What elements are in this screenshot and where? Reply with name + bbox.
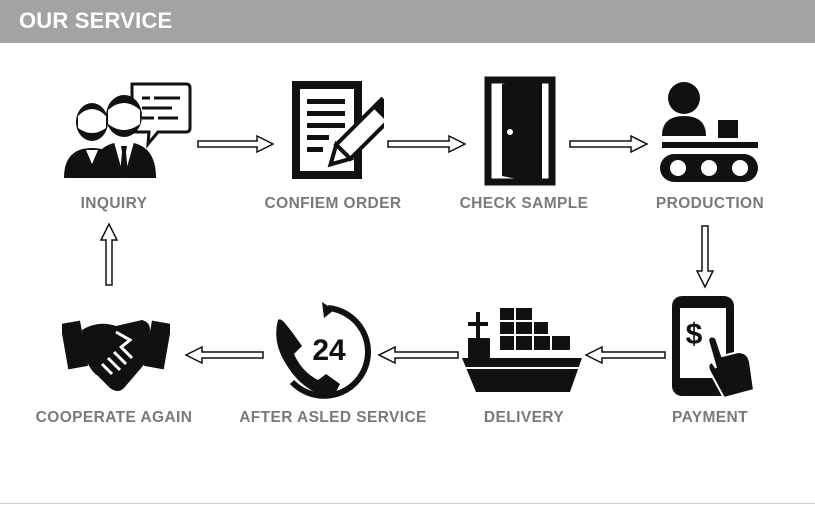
step-label-delivery: DELIVERY: [483, 409, 565, 426]
arrow-right-icon: [197, 135, 275, 153]
header-bar: OUR SERVICE: [0, 0, 815, 43]
arrow-right-icon: [569, 135, 649, 153]
people-chat-icon: [64, 82, 192, 178]
handshake-icon: [62, 320, 170, 391]
arrow-right-icon: [387, 135, 467, 153]
step-label-cooperate-again: COOPERATE AGAIN: [35, 409, 193, 426]
step-label-inquiry: INQUIRY: [80, 195, 148, 212]
arrow-down-icon: [695, 225, 715, 289]
conveyor-worker-icon: [660, 82, 758, 182]
arrow-up-icon: [99, 222, 119, 286]
cargo-ship-icon: [462, 308, 582, 392]
step-label-payment: PAYMENT: [671, 409, 748, 426]
arrow-left-icon: [377, 346, 459, 364]
arrow-left-icon: [584, 346, 666, 364]
badge-24: 24: [312, 334, 346, 367]
step-label-confirm-order: CONFIEM ORDER: [264, 195, 402, 212]
phone-24-icon: 24: [276, 302, 372, 399]
step-label-production: PRODUCTION: [655, 195, 765, 212]
arrow-left-icon: [184, 346, 264, 364]
door-icon: [484, 76, 556, 186]
document-pen-icon: [292, 81, 384, 179]
page-title: OUR SERVICE: [19, 8, 173, 33]
phone-dollar-icon: $: [672, 296, 756, 400]
step-label-after-sales-service: AFTER ASLED SERVICE: [239, 409, 427, 426]
step-label-check-sample: CHECK SAMPLE: [459, 195, 589, 212]
dollar-sign: $: [686, 318, 703, 351]
divider: [0, 503, 815, 504]
